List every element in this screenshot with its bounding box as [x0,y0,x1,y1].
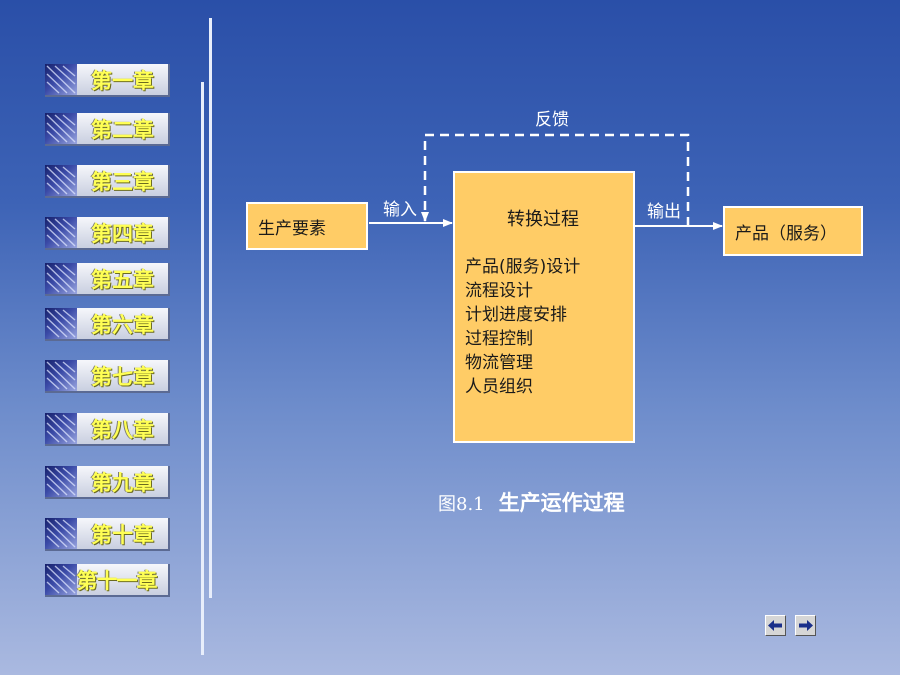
chapter-chip-icon [45,113,77,144]
output-box-text: 产品（服务） [735,223,837,244]
chapter-label: 第十章 [91,521,154,547]
chapter-label: 第九章 [91,469,154,495]
process-items: 产品(服务)设计 流程设计 计划进度安排 过程控制 物流管理 人员组织 [465,255,580,399]
chapter-button-8[interactable]: 第八章 [45,413,170,446]
process-item: 产品(服务)设计 [465,257,581,277]
chapter-chip-icon [45,413,77,444]
process-item: 流程设计 [465,281,533,301]
chapter-button-3[interactable]: 第三章 [45,165,170,198]
feedback-label: 反馈 [535,110,569,130]
chapter-chip-icon [45,308,77,339]
chapter-button-4[interactable]: 第四章 [45,217,170,250]
process-title: 转换过程 [507,209,579,230]
chapter-button-1[interactable]: 第一章 [45,64,170,97]
chapter-chip-icon [45,165,77,196]
figure-caption: 图8.1 生产运作过程 [438,487,625,517]
output-box: 产品（服务） [723,206,863,256]
chapter-chip-icon [45,64,77,95]
input-box-text: 生产要素 [258,218,326,239]
chapter-button-9[interactable]: 第九章 [45,466,170,499]
chapter-chip-icon [45,217,77,248]
chapter-chip-icon [45,564,77,595]
process-item: 过程控制 [465,329,533,349]
feedback-loop [421,133,690,226]
chapter-button-2[interactable]: 第二章 [45,113,170,146]
input-box: 生产要素 [246,202,368,250]
chapter-button-10[interactable]: 第十章 [45,518,170,551]
chapter-chip-icon [45,263,77,294]
chapter-button-7[interactable]: 第七章 [45,360,170,393]
prev-button[interactable] [765,615,786,636]
right-arrow-icon [799,620,813,631]
process-item: 人员组织 [465,377,533,397]
input-label: 输入 [383,200,417,220]
divider-line-short [201,82,204,655]
output-label: 输出 [647,202,681,222]
next-button[interactable] [795,615,816,636]
chapter-chip-icon [45,518,77,549]
chapter-label: 第二章 [91,116,154,142]
chapter-label: 第五章 [91,266,154,292]
chapter-label: 第三章 [91,168,154,194]
chapter-button-5[interactable]: 第五章 [45,263,170,296]
chapter-chip-icon [45,466,77,497]
figure-title: 生产运作过程 [498,490,625,515]
process-item: 物流管理 [465,353,533,373]
chapter-label: 第一章 [91,67,154,93]
chapter-label: 第十一章 [76,567,158,593]
left-arrow-icon [768,620,782,631]
process-item: 计划进度安排 [465,305,567,325]
chapter-button-6[interactable]: 第六章 [45,308,170,341]
chapter-label: 第八章 [91,416,154,442]
chapter-button-11[interactable]: 第十一章 [45,564,170,597]
chapter-chip-icon [45,360,77,391]
chapter-label: 第七章 [91,363,154,389]
process-box: 转换过程 产品(服务)设计 流程设计 计划进度安排 过程控制 物流管理 人员组织 [453,171,635,443]
chapter-label: 第四章 [91,220,154,246]
figure-number: 图8.1 [438,494,485,515]
chapter-label: 第六章 [91,311,154,337]
divider-line-long [209,18,212,598]
